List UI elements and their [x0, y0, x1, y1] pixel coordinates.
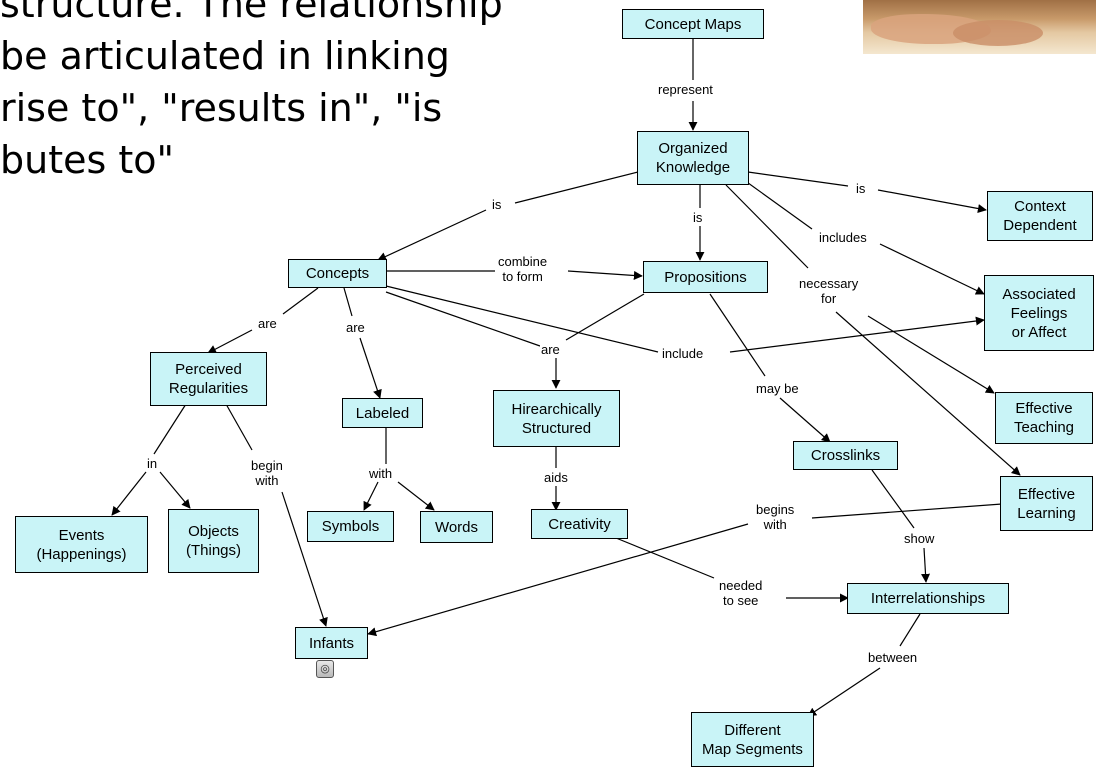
node-concept-maps[interactable]: Concept Maps: [622, 9, 764, 39]
node-context-dependent[interactable]: Context Dependent: [987, 191, 1093, 241]
link-label-is: is: [491, 197, 503, 212]
link-label-combine-to-form: combine to form: [497, 254, 549, 284]
link-arrow: [879, 243, 985, 295]
link-label-include: include: [661, 346, 705, 361]
node-hierarchically-structured[interactable]: Hirearchically Structured: [493, 390, 620, 447]
node-objects[interactable]: Objects (Things): [168, 509, 259, 573]
slide-text-line-1: structure. The relationship: [0, 0, 503, 26]
link-label-aids: aids: [543, 470, 569, 485]
link-arrow: [111, 471, 147, 516]
link-line: [709, 293, 766, 377]
link-label-represent: represent: [657, 82, 714, 97]
link-line: [899, 613, 921, 647]
link-line: [743, 179, 813, 230]
node-creativity[interactable]: Creativity: [531, 509, 628, 539]
link-arrow: [921, 547, 931, 583]
link-line: [385, 291, 541, 347]
link-label-in: in: [146, 456, 159, 471]
link-line: [282, 287, 319, 315]
link-line: [385, 285, 659, 353]
link-label-begin-with: begin with: [250, 458, 284, 488]
slide-text-line-2: be articulated in linking: [0, 34, 450, 78]
link-label-begins-with: begins with: [755, 502, 796, 532]
node-effective-teaching[interactable]: Effective Teaching: [995, 392, 1093, 444]
cmap-resource-icon[interactable]: ◎: [316, 660, 334, 678]
link-arrow: [807, 667, 881, 717]
link-arrow: [867, 315, 995, 394]
node-associated-feelings[interactable]: Associated Feelings or Affect: [984, 275, 1094, 351]
link-line: [871, 469, 915, 529]
slide-text-line-4: butes to": [0, 138, 174, 182]
link-arrow: [567, 270, 643, 280]
slide-text: structure. The relationship be articulat…: [0, 0, 600, 186]
link-label-are: are: [257, 316, 278, 331]
link-arrow: [397, 481, 435, 511]
node-effective-learning[interactable]: Effective Learning: [1000, 476, 1093, 531]
link-line: [615, 537, 715, 579]
node-propositions[interactable]: Propositions: [643, 261, 768, 293]
slide-text-line-3: rise to", "results in", "is: [0, 86, 443, 130]
node-perceived-regularities[interactable]: Perceived Regularities: [150, 352, 267, 406]
link-label-needed-to-see: needed to see: [718, 578, 764, 608]
link-arrow: [363, 481, 379, 511]
link-line: [565, 293, 645, 341]
node-different-map-segments[interactable]: Different Map Segments: [691, 712, 814, 767]
hand-shape-2: [953, 20, 1043, 46]
link-label-is: is: [692, 210, 704, 225]
link-arrow: [377, 209, 487, 261]
link-arrow: [359, 337, 382, 399]
link-line: [153, 403, 187, 455]
link-line: [514, 171, 639, 204]
link-line: [811, 503, 1003, 519]
node-crosslinks[interactable]: Crosslinks: [793, 441, 898, 470]
node-events[interactable]: Events (Happenings): [15, 516, 148, 573]
link-label-are: are: [345, 320, 366, 335]
node-organized-knowledge[interactable]: Organized Knowledge: [637, 131, 749, 185]
link-label-are: are: [540, 342, 561, 357]
link-arrow: [779, 397, 831, 443]
link-line: [725, 184, 809, 269]
node-infants[interactable]: Infants: [295, 627, 368, 659]
node-symbols[interactable]: Symbols: [307, 511, 394, 542]
node-interrelationships[interactable]: Interrelationships: [847, 583, 1009, 614]
link-label-between: between: [867, 650, 919, 665]
link-label-includes: includes: [818, 230, 868, 245]
link-label-necessary-for: necessary for: [798, 276, 860, 306]
link-line: [747, 171, 849, 187]
link-label-may-be: may be: [755, 381, 800, 396]
node-words[interactable]: Words: [420, 511, 493, 543]
link-arrow: [159, 471, 191, 509]
link-arrow: [877, 189, 987, 213]
hands-photo: [863, 0, 1096, 54]
link-line: [225, 403, 253, 451]
link-arrow: [207, 329, 253, 354]
link-arrow: [367, 523, 749, 637]
node-labeled[interactable]: Labeled: [342, 398, 423, 428]
link-arrow: [281, 491, 328, 627]
link-line: [343, 287, 353, 317]
link-label-with: with: [368, 466, 394, 481]
link-label-is: is: [855, 181, 867, 196]
node-concepts[interactable]: Concepts: [288, 259, 387, 288]
link-arrow: [835, 311, 1021, 476]
link-arrow: [729, 316, 985, 353]
link-label-show: show: [903, 531, 936, 546]
